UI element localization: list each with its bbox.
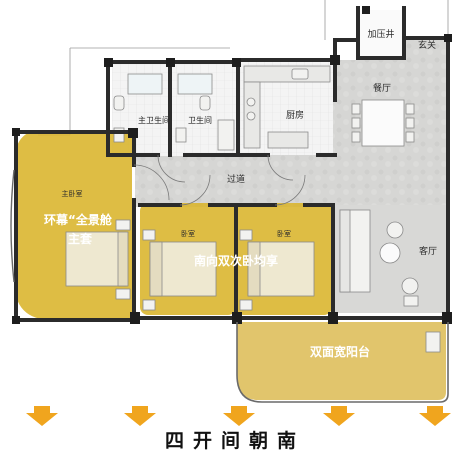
label-corridor: 过道: [227, 173, 245, 185]
balcony-caption: 双面宽阳台: [310, 344, 370, 359]
master-suite-caption-line1: 环幕“全景舱: [44, 212, 113, 227]
arrow-icon: [223, 406, 255, 426]
kitchen-counter-top: [243, 65, 331, 83]
master-toilet: [113, 95, 125, 111]
south-arrows: [26, 406, 451, 426]
label-entrance: 玄关: [418, 39, 436, 51]
guest-toilet: [199, 95, 211, 111]
balcony-railing: [236, 322, 449, 403]
label-bedroom-2: 卧室: [181, 229, 195, 238]
furniture: [65, 65, 441, 353]
door-swings: [133, 154, 306, 206]
master-bed: [65, 231, 127, 287]
highlight-captions: 环幕“全景舱 主套 南向双次卧均享 双面宽阳台: [44, 212, 370, 359]
arrow-icon: [419, 406, 451, 426]
entrance-floor: [405, 38, 448, 78]
label-guest-bath: 卫生间: [188, 115, 212, 125]
arrow-icon: [323, 406, 355, 426]
label-dining: 餐厅: [373, 82, 391, 94]
arrow-icon: [26, 406, 58, 426]
south-bedrooms-caption: 南向双次卧均享: [194, 253, 278, 268]
label-master-bath: 主卫生间: [138, 115, 170, 125]
corridor-floor: [135, 155, 345, 207]
arrow-icon: [124, 406, 156, 426]
dining-table: [361, 99, 405, 147]
label-living: 客厅: [419, 245, 437, 257]
room-labels: 加压井 玄关 餐厅 厨房 主卫生间 卫生间 主卧室 过道 卧室 卧室 客厅: [62, 28, 438, 257]
label-kitchen: 厨房: [286, 109, 304, 121]
shaft-floor: [358, 10, 404, 58]
balcony-highlight: [237, 322, 446, 400]
columns: [12, 6, 452, 324]
label-pressurized-shaft: 加压井: [367, 28, 394, 40]
walls: [14, 6, 450, 322]
master-suite-caption-line2: 主套: [68, 231, 93, 246]
footer-title: 四开间朝南: [164, 430, 305, 452]
label-bedroom-3: 卧室: [277, 229, 291, 238]
label-master-bedroom: 主卧室: [62, 189, 83, 198]
coffee-table: [379, 242, 401, 264]
